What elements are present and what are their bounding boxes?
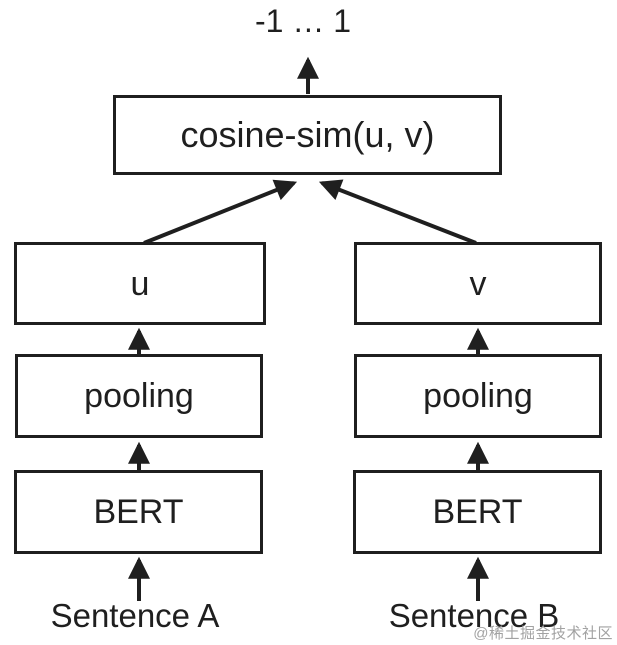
sentence-a-label: Sentence A — [50, 597, 220, 634]
cosine-sim-box: cosine-sim(u, v) — [113, 95, 502, 175]
pooling-a-label: pooling — [84, 377, 194, 415]
sentence-b-label: Sentence B — [388, 597, 560, 634]
bert-a-label: BERT — [93, 493, 184, 531]
watermark: @稀土掘金技术社区 — [473, 625, 613, 642]
pooling-a-box: pooling — [15, 354, 263, 438]
cosine-sim-label: cosine-sim(u, v) — [180, 114, 435, 155]
embedding-v-box: v — [354, 242, 602, 325]
bert-a-box: BERT — [14, 470, 263, 554]
arrow-v-to-cosine — [318, 179, 477, 245]
pooling-b-box: pooling — [354, 354, 602, 438]
pooling-b-label: pooling — [423, 377, 533, 415]
bert-b-label: BERT — [432, 493, 523, 531]
output-range-label: -1 … 1 — [254, 3, 352, 39]
embedding-u-box: u — [14, 242, 266, 325]
embedding-u-label: u — [130, 264, 150, 303]
arrow-u-to-cosine — [143, 179, 298, 245]
bert-b-box: BERT — [353, 470, 602, 554]
embedding-v-label: v — [469, 264, 487, 303]
